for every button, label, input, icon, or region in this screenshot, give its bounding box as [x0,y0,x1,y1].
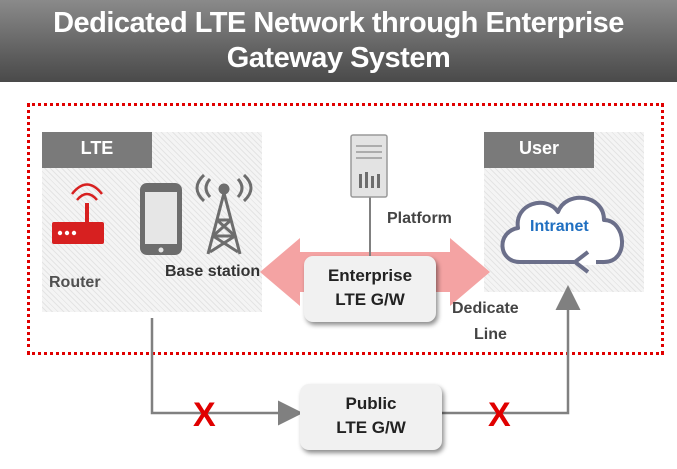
lte-to-public-line [150,318,303,426]
enterprise-gateway-line-2: LTE G/W [335,290,405,309]
dedicate-line-label-2: Line [474,326,507,343]
title-banner: Dedicated LTE Network through Enterprise… [0,0,677,82]
public-gateway-line-2: LTE G/W [336,418,406,437]
enterprise-gateway-box: Enterprise LTE G/W [304,256,436,322]
smartphone-icon [140,183,182,255]
public-gateway-box: Public LTE G/W [300,384,442,450]
enterprise-gateway-line-1: Enterprise [327,266,413,285]
public-to-user-line [442,285,581,415]
router-label: Router [49,274,101,291]
router-icon [52,183,104,244]
intranet-label: Intranet [530,218,589,235]
platform-label: Platform [387,210,452,227]
dedicated-network-boundary [27,103,664,355]
title-line-2: Gateway System [226,42,451,74]
base-station-label: Base station [165,263,261,280]
user-tag: User [484,132,594,168]
lte-tag: LTE [42,132,152,168]
server-icon [350,134,388,198]
dedicate-line-label-1: Dedicate [452,300,519,317]
cloud-icon [500,195,624,274]
base-station-icon [195,173,253,255]
title-line-1: Dedicated LTE Network through Enterprise [53,7,624,39]
blocked-mark-right: X [488,396,511,434]
blocked-mark-left: X [193,396,216,434]
public-gateway-line-1: Public [345,394,397,413]
dedicate-line-label: Dedicate Line [452,296,519,348]
